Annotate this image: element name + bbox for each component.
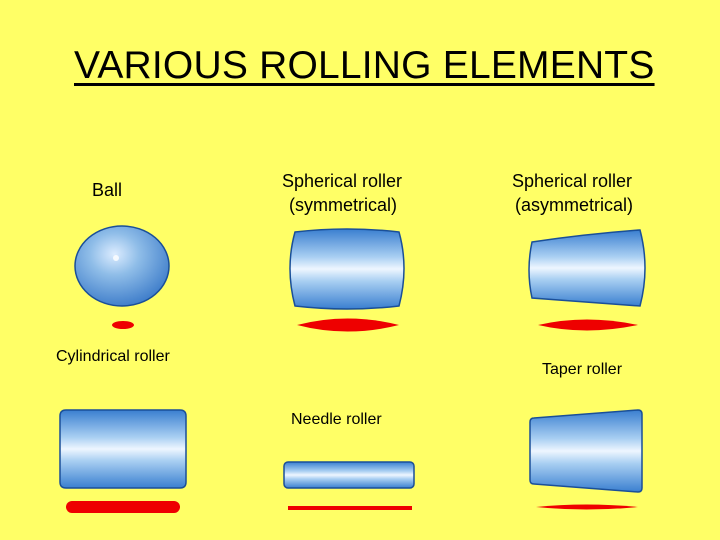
ball-illustration <box>74 225 170 329</box>
ball-contact-ellipse <box>112 321 134 329</box>
spherical-symmetrical-label-line2: (symmetrical) <box>289 195 397 215</box>
spherical-symmetrical-label-line1: Spherical roller <box>282 171 403 191</box>
spherical-asymmetrical-contact-shape <box>538 319 638 331</box>
taper-label: Taper roller <box>542 361 623 378</box>
needle-label: Needle roller <box>291 411 382 428</box>
needle-contact-shape <box>288 506 412 510</box>
ball-label: Ball <box>92 180 123 200</box>
page-title: VARIOUS ROLLING ELEMENTS <box>74 44 655 87</box>
cylindrical-roller-illustration <box>59 409 187 513</box>
spherical-asymmetrical-label-line1: Spherical roller <box>512 171 633 191</box>
spherical-symmetrical-roller-illustration <box>289 228 405 332</box>
cylindrical-contact-shape <box>66 501 180 513</box>
spherical-asymmetrical-label-line2: (asymmetrical) <box>515 195 634 215</box>
taper-roller-illustration <box>529 409 643 510</box>
taper-contact-shape <box>536 504 638 510</box>
needle-roller-illustration <box>283 461 415 510</box>
spherical-symmetrical-contact-shape <box>297 318 399 332</box>
cylindrical-label: Cylindrical roller <box>56 348 170 365</box>
spherical-asymmetrical-roller-illustration <box>528 229 646 331</box>
